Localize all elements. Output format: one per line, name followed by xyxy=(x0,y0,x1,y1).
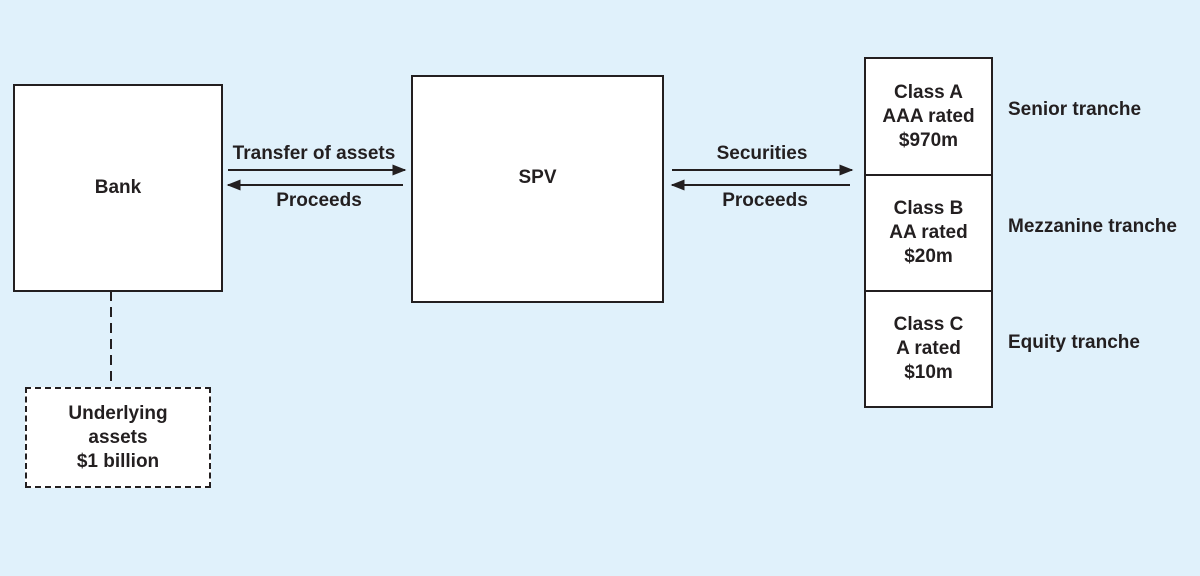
proceeds-left-label: Proceeds xyxy=(276,190,362,211)
tranche-class-b-box: Class B AA rated $20m xyxy=(864,174,993,292)
senior-tranche-label: Senior tranche xyxy=(1008,99,1142,120)
mezzanine-tranche-label: Mezzanine tranche xyxy=(1008,216,1177,237)
spv-box: SPV xyxy=(411,75,664,303)
underlying-assets-box: Underlying assets $1 billion xyxy=(25,387,211,488)
bank-box: Bank xyxy=(13,84,223,292)
transfer-label: Transfer of assets xyxy=(232,143,396,164)
tranche-c-amount: $10m xyxy=(904,362,953,383)
tranche-class-a-box: Class A AAA rated $970m xyxy=(864,57,993,176)
tranche-b-rating: AA rated xyxy=(889,222,968,243)
tranche-a-rating: AAA rated xyxy=(882,105,975,127)
tranche-b-amount: $20m xyxy=(904,246,953,267)
tranche-c-class: Class C xyxy=(893,314,964,335)
bank-label: Bank xyxy=(94,177,142,198)
tranche-a-amount: $970m xyxy=(898,129,959,151)
tranche-c-rating: A rated xyxy=(896,338,961,359)
tranche-a-class: Class A xyxy=(894,81,963,103)
tranche-b-class: Class B xyxy=(893,198,964,219)
underlying-line-2: assets xyxy=(88,426,148,448)
underlying-line-1: Underlying xyxy=(68,402,168,424)
equity-tranche-label: Equity tranche xyxy=(1008,332,1140,353)
securities-label: Securities xyxy=(716,143,808,164)
tranche-class-c-box: Class C A rated $10m xyxy=(864,290,993,408)
proceeds-right-label: Proceeds xyxy=(722,190,808,211)
spv-label: SPV xyxy=(518,167,557,188)
underlying-line-3: $1 billion xyxy=(76,450,160,472)
